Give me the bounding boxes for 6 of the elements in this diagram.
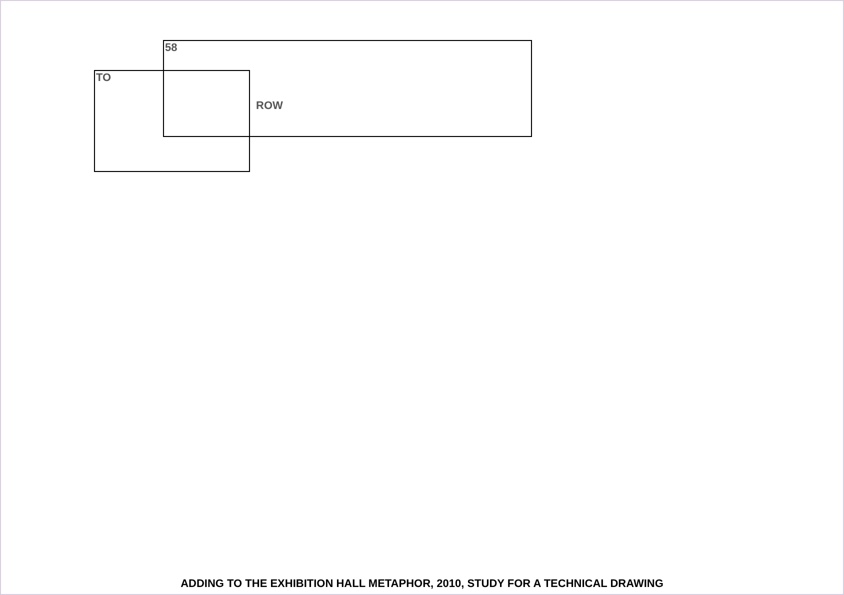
caption: ADDING TO THE EXHIBITION HALL METAPHOR, 2010, STUDY FOR A TECHNICAL DRAWING bbox=[180, 578, 664, 590]
outline-box bbox=[94, 70, 250, 172]
box-label: 58 bbox=[165, 41, 178, 55]
outline-box bbox=[163, 40, 532, 137]
box-label: TO bbox=[96, 71, 112, 85]
text-label: ROW bbox=[256, 99, 283, 113]
